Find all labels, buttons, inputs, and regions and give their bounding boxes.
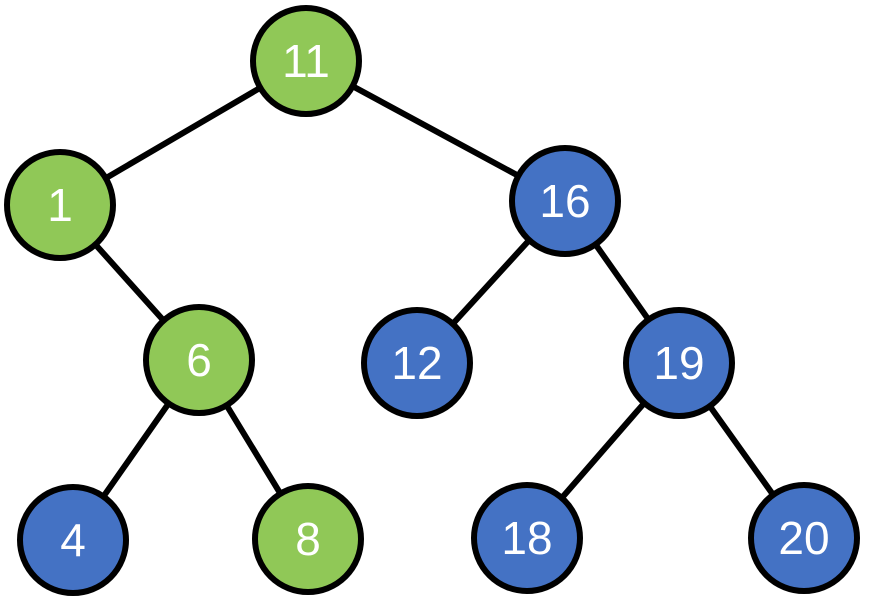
tree-node-circle-12 (361, 307, 473, 419)
tree-node-circle-20 (748, 482, 860, 594)
tree-node-label-12: 12 (391, 337, 442, 389)
tree-node-circle-16 (509, 145, 621, 257)
tree-node-circle-8 (252, 483, 364, 595)
tree-node-circle-19 (623, 307, 735, 419)
tree-node-circle-4 (17, 484, 129, 596)
tree-node-1: 1 (4, 149, 116, 261)
tree-node-label-1: 1 (47, 179, 73, 231)
tree-node-label-16: 16 (539, 175, 590, 227)
tree-node-16: 16 (509, 145, 621, 257)
tree-node-18: 18 (471, 482, 583, 594)
tree-node-circle-6 (143, 304, 255, 416)
tree-node-11: 11 (250, 5, 362, 117)
tree-node-label-8: 8 (295, 513, 321, 565)
tree-node-19: 19 (623, 307, 735, 419)
tree-node-label-18: 18 (501, 512, 552, 564)
tree-node-4: 4 (17, 484, 129, 596)
tree-node-circle-18 (471, 482, 583, 594)
tree-node-circle-11 (250, 5, 362, 117)
tree-node-20: 20 (748, 482, 860, 594)
tree-node-circle-1 (4, 149, 116, 261)
tree-node-8: 8 (252, 483, 364, 595)
tree-node-label-6: 6 (186, 334, 212, 386)
tree-node-label-19: 19 (653, 337, 704, 389)
tree-node-12: 12 (361, 307, 473, 419)
tree-node-6: 6 (143, 304, 255, 416)
tree-node-label-20: 20 (778, 512, 829, 564)
tree-node-label-11: 11 (282, 35, 330, 87)
tree-node-label-4: 4 (60, 514, 86, 566)
